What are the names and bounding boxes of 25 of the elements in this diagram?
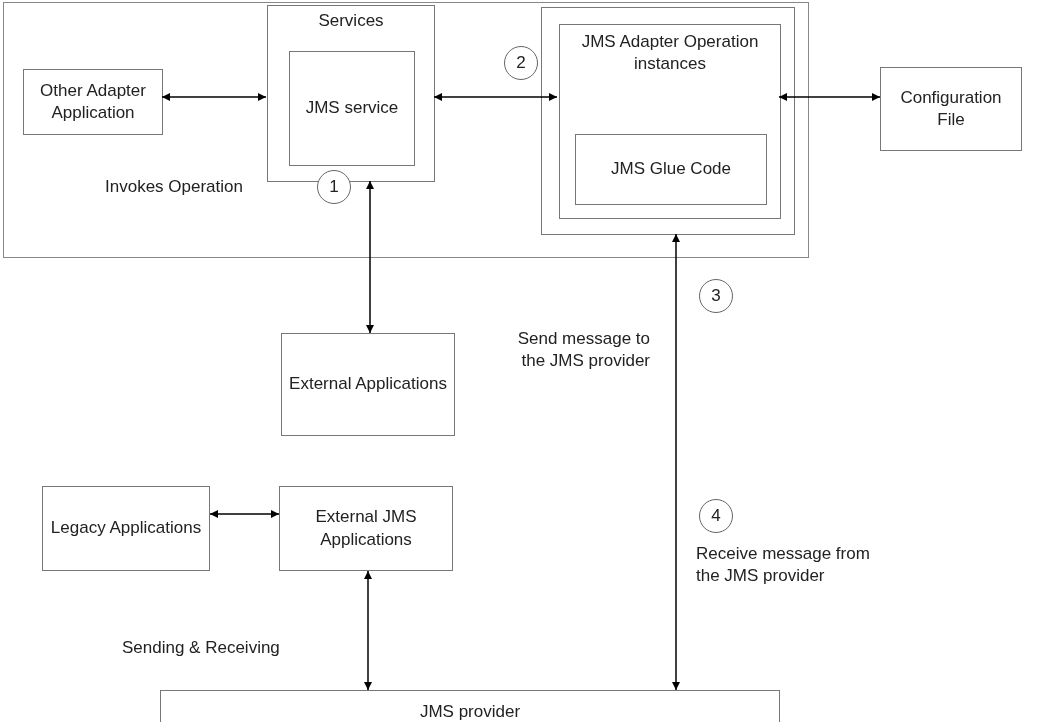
provider-box: JMS provider <box>160 690 780 722</box>
annotation-text: Invokes Operation <box>105 176 244 198</box>
double-arrow <box>366 180 374 334</box>
process-box: External JMS Applications <box>279 486 453 571</box>
process-box: Configuration File <box>880 67 1022 151</box>
process-box: JMS service <box>289 51 415 166</box>
step-number-circle: 1 <box>317 170 351 204</box>
double-arrow <box>161 93 267 101</box>
process-box: External Applications <box>281 333 455 436</box>
double-arrow <box>364 570 372 691</box>
container-box: JMS Adapter Operation instances JMS Glue Code <box>559 24 781 219</box>
process-box: Other Adapter Application <box>23 69 163 135</box>
annotation-text: Sending & Receiving <box>122 637 281 659</box>
process-box: JMS Glue Code <box>575 134 767 205</box>
group-box <box>3 2 809 258</box>
annotation-text: Receive message from the JMS provider <box>696 543 871 588</box>
step-number-circle: 4 <box>699 499 733 533</box>
process-box: Legacy Applications <box>42 486 210 571</box>
double-arrow <box>209 510 280 518</box>
double-arrow <box>433 93 558 101</box>
step-number-circle: 3 <box>699 279 733 313</box>
step-number-circle: 2 <box>504 46 538 80</box>
double-arrow <box>672 233 680 691</box>
annotation-text: Send message to the JMS provider <box>516 328 650 373</box>
group-box <box>541 7 795 235</box>
